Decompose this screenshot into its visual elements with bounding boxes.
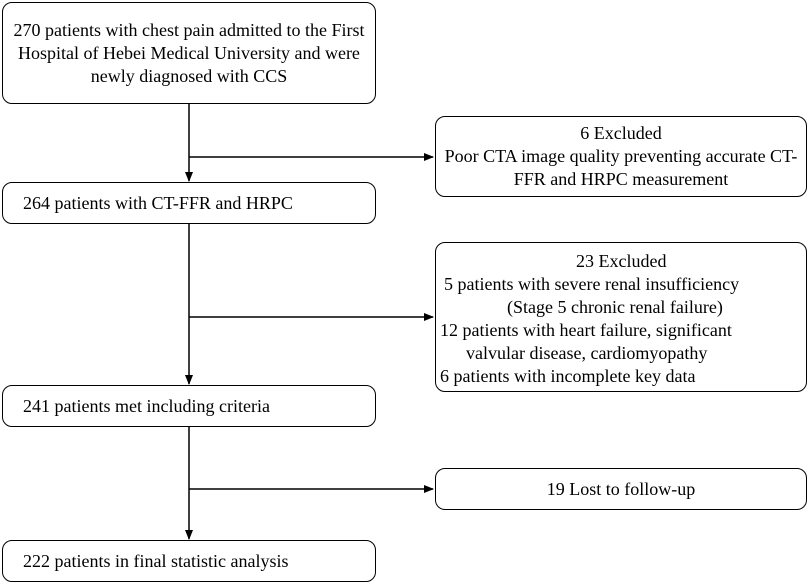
excluded-2-line-3: 12 patients with heart failure, signific… bbox=[440, 320, 732, 340]
excluded-box-1: 6 Excluded Poor CTA image quality preven… bbox=[435, 116, 807, 197]
excluded-2-line-5: 6 patients with incomplete key data bbox=[440, 366, 696, 386]
excluded-2-line-2: (Stage 5 chronic renal failure) bbox=[507, 297, 723, 317]
start-line-3: newly diagnosed with CCS bbox=[90, 65, 288, 86]
excluded-2-line-4: valvular disease, cardiomyopathy bbox=[466, 343, 708, 363]
final-box: 222 patients in final statistic analysis bbox=[2, 540, 376, 582]
excluded-1-line-2: FFR and HRPC measurement bbox=[513, 169, 729, 189]
excluded-box-3: 19 Lost to follow-up bbox=[435, 468, 807, 510]
excluded-3-text: 19 Lost to follow-up bbox=[546, 478, 696, 499]
start-box: 270 patients with chest pain admitted to… bbox=[2, 2, 376, 104]
excluded-2-line-1: 5 patients with severe renal insufficien… bbox=[444, 274, 740, 294]
start-line-2: Hospital of Hebei Medical University and… bbox=[18, 42, 360, 63]
step-2-box: 264 patients with CT-FFR and HRPC bbox=[2, 182, 376, 224]
final-text: 222 patients in final statistic analysis bbox=[23, 550, 289, 571]
excluded-1-title: 6 Excluded bbox=[580, 123, 662, 143]
excluded-box-2: 23 Excluded 5 patients with severe renal… bbox=[435, 242, 807, 392]
start-line-1: 270 patients with chest pain admitted to… bbox=[13, 19, 365, 40]
step-3-text: 241 patients met including criteria bbox=[23, 395, 270, 416]
excluded-2-title: 23 Excluded bbox=[576, 251, 667, 271]
step-3-box: 241 patients met including criteria bbox=[2, 385, 376, 427]
step-2-text: 264 patients with CT-FFR and HRPC bbox=[23, 192, 293, 213]
excluded-1-line-1: Poor CTA image quality preventing accura… bbox=[444, 146, 798, 166]
